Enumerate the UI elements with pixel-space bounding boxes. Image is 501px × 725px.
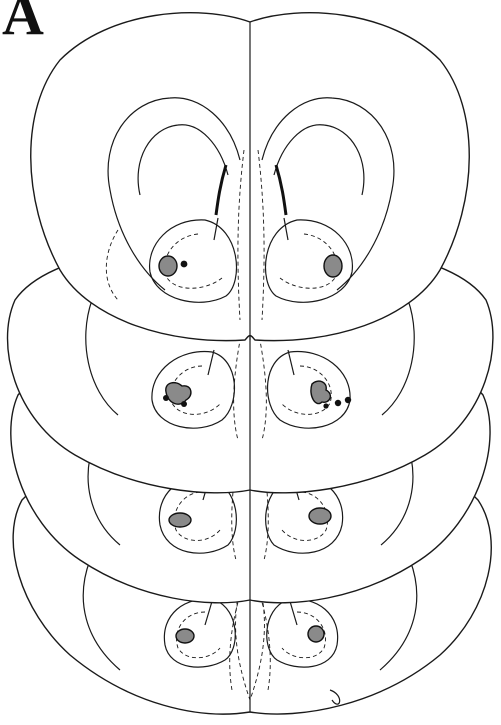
section-1	[31, 13, 470, 341]
lesion-mark	[324, 255, 342, 277]
lesion-dot	[181, 261, 188, 268]
lesion-dot	[163, 395, 169, 401]
lesion-mark	[309, 508, 331, 524]
lesion-mark	[169, 513, 191, 527]
lesion-dot	[335, 400, 341, 406]
lesion-dot	[345, 397, 351, 403]
lesion-dot	[323, 403, 328, 408]
lesion-mark	[308, 626, 324, 642]
lesion-dot	[181, 401, 187, 407]
lesion-mark	[159, 256, 177, 276]
lesion-mark	[176, 629, 194, 643]
